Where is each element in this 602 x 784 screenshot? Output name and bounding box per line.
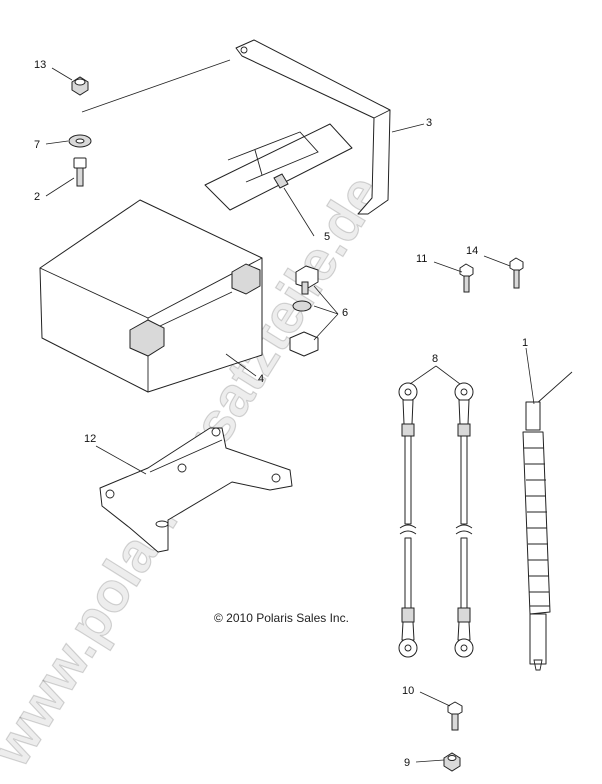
part-13-nut: [71, 76, 89, 96]
part-14-screw: [509, 257, 524, 289]
cable-b: [454, 382, 474, 658]
callout-6: 6: [342, 307, 348, 319]
part-1-conduit: [522, 371, 573, 671]
part-5-clip-plate: [204, 123, 353, 211]
callout-3: 3: [426, 117, 432, 129]
part-11-screw: [459, 263, 474, 293]
part-10-screw: [447, 701, 463, 731]
callout-9: 9: [404, 757, 410, 769]
leader-lines: [45, 59, 535, 763]
callout-7: 7: [34, 139, 40, 151]
callout-10: 10: [402, 685, 414, 697]
part-4-battery: [39, 199, 263, 393]
part-6-terminal-hardware: [289, 265, 319, 357]
callout-11: 11: [416, 253, 427, 265]
callout-labels: 13 7 2 3 5 4 6 8 11 14 1 12 10 9: [34, 59, 528, 769]
callout-12: 12: [84, 433, 96, 445]
callout-14: 14: [466, 245, 478, 257]
copyright-text: © 2010 Polaris Sales Inc.: [214, 611, 349, 625]
part-12-battery-bracket: [99, 427, 293, 553]
callout-2: 2: [34, 191, 40, 203]
callout-4: 4: [258, 373, 264, 385]
part-8-battery-cables: [398, 382, 474, 658]
part-7-washer: [68, 134, 92, 148]
callout-5: 5: [324, 231, 330, 243]
callout-1: 1: [522, 337, 528, 349]
callout-8: 8: [432, 353, 438, 365]
cable-a: [398, 382, 418, 658]
part-2-bolt: [73, 157, 87, 187]
part-3-hold-down-strap: [235, 39, 391, 215]
callout-13: 13: [34, 59, 46, 71]
part-9-nut: [443, 752, 461, 772]
